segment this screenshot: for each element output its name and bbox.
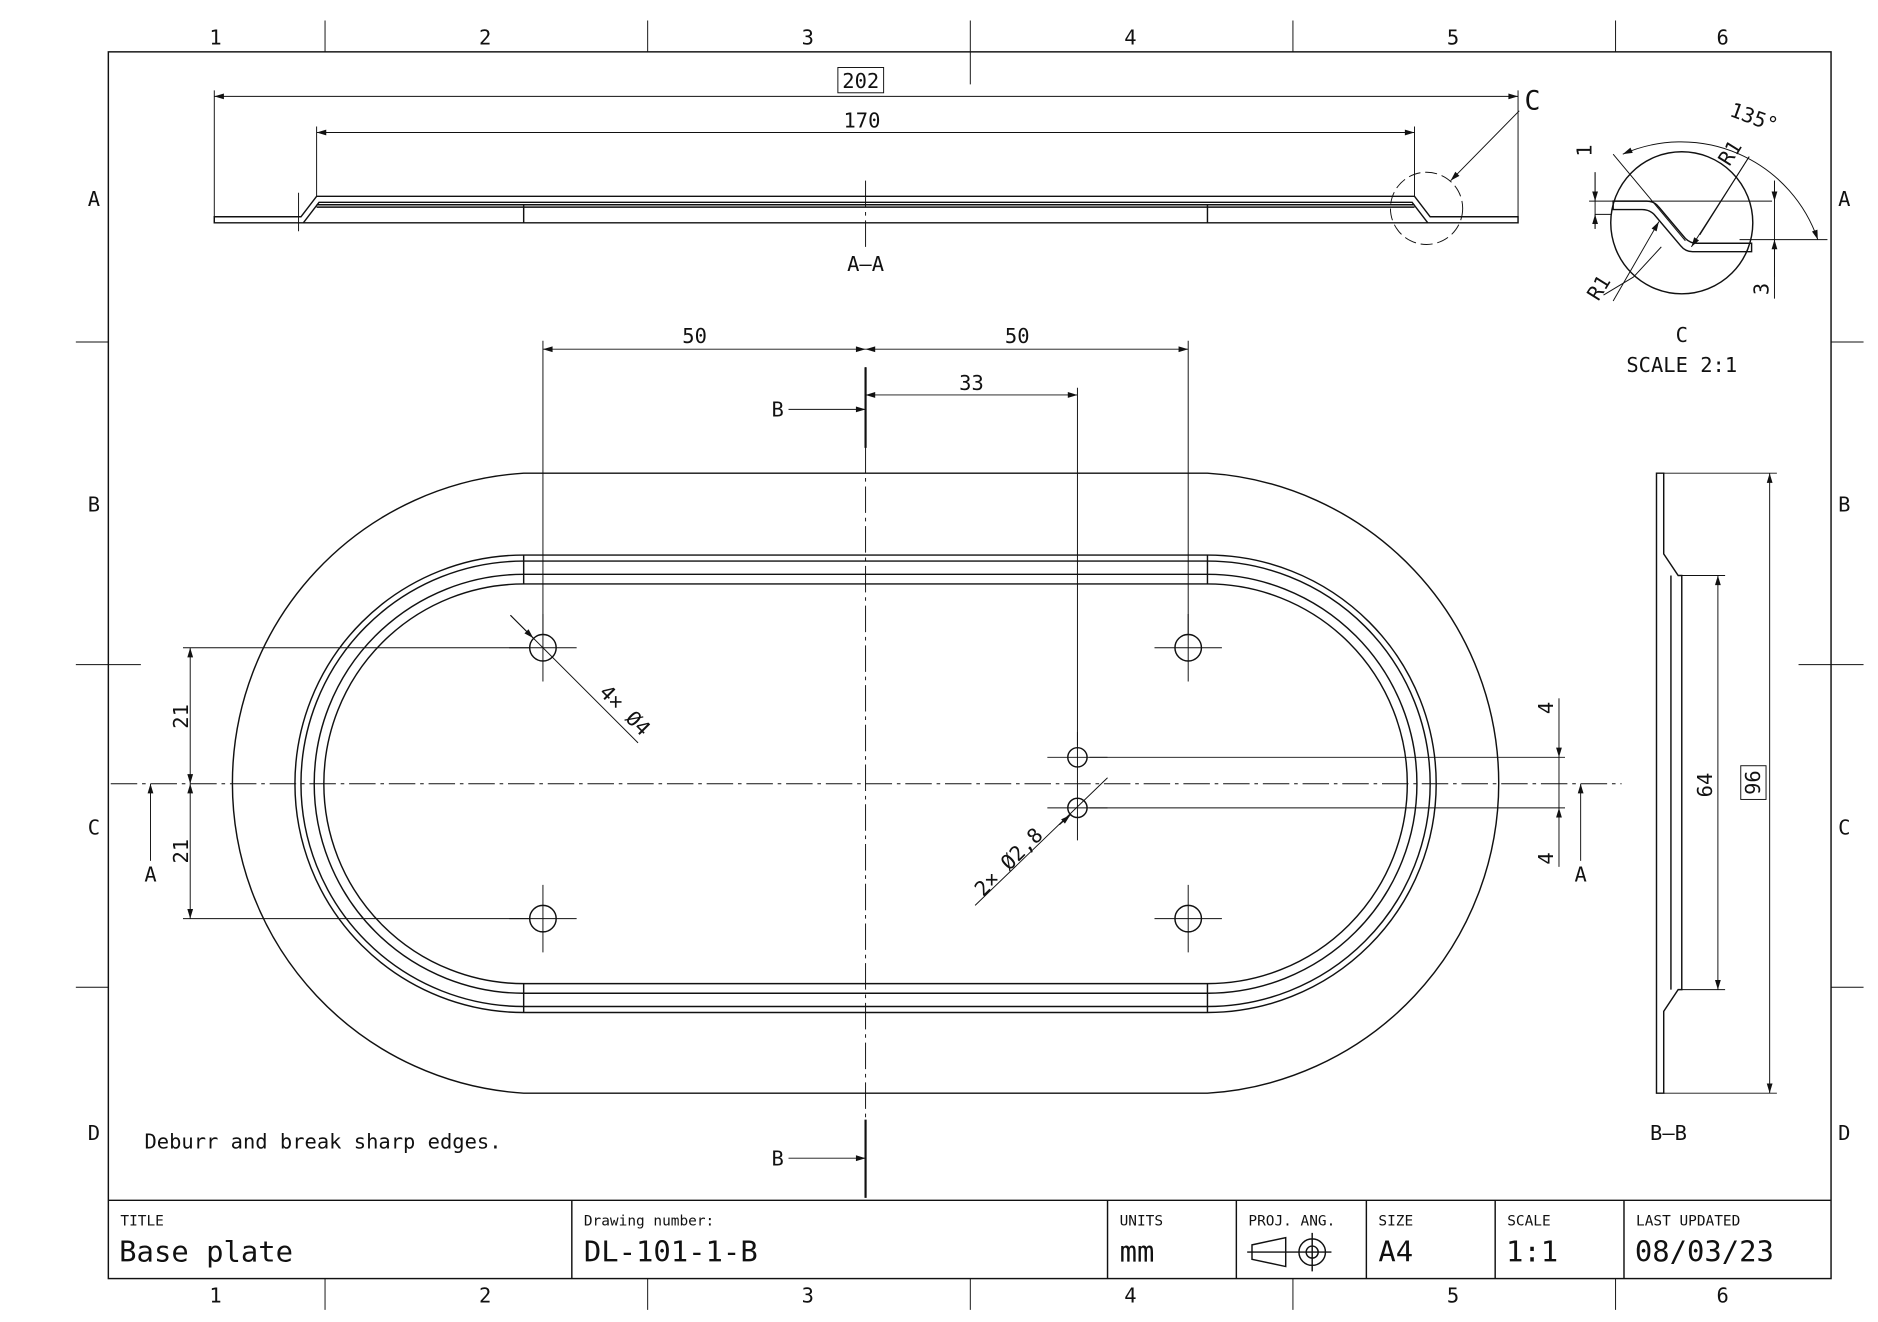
zone-row-d: D xyxy=(88,1121,100,1145)
detail-callout-c: C xyxy=(1525,86,1541,117)
first-angle-projection-icon xyxy=(1247,1232,1332,1272)
dim-33: 33 xyxy=(959,371,984,395)
title-label: TITLE xyxy=(120,1214,163,1230)
zone-col-5: 5 xyxy=(1447,26,1459,50)
section-view-aa: 202 170 A–A C xyxy=(213,67,1541,276)
title-value: Base plate xyxy=(119,1235,293,1269)
dim-offset-3: 3 xyxy=(1749,283,1773,295)
zone-col-4: 4 xyxy=(1124,26,1136,50)
last-updated-value: 08/03/23 xyxy=(1635,1235,1774,1269)
dim-4-upper: 4 xyxy=(1534,702,1558,714)
angle-135: 135° xyxy=(1727,98,1782,137)
size-value: A4 xyxy=(1378,1235,1413,1269)
scale-label: SCALE xyxy=(1507,1214,1550,1230)
zone-col-3-bottom: 3 xyxy=(802,1284,814,1308)
section-a-marker-left: A xyxy=(144,862,156,886)
detail-view-c: 135° R1 R1 1 3 C SCALE 2:1 xyxy=(1572,98,1828,377)
dim-50-right: 50 xyxy=(1005,324,1030,348)
zone-row-a: A xyxy=(88,187,100,211)
dim-thickness-1: 1 xyxy=(1572,144,1596,156)
zone-col-2: 2 xyxy=(479,26,491,50)
radius-top: R1 xyxy=(1713,136,1746,170)
section-b-marker-bottom: B xyxy=(772,1146,784,1170)
dim-64: 64 xyxy=(1693,773,1717,798)
scale-value: 1:1 xyxy=(1506,1235,1558,1269)
dim-202: 202 xyxy=(842,69,879,93)
zone-row-b-right: B xyxy=(1838,493,1850,517)
units-label: UNITS xyxy=(1120,1214,1163,1230)
size-label: SIZE xyxy=(1378,1214,1413,1230)
zone-col-6-bottom: 6 xyxy=(1717,1284,1729,1308)
dim-50-left: 50 xyxy=(682,324,707,348)
detail-c-label: C xyxy=(1676,323,1688,347)
dim-96: 96 xyxy=(1741,770,1765,795)
zone-col-1-bottom: 1 xyxy=(209,1284,221,1308)
dim-4-lower: 4 xyxy=(1534,852,1558,864)
dim-21-upper: 21 xyxy=(169,704,193,729)
section-bb-label: B–B xyxy=(1650,1121,1687,1145)
dim-21-lower: 21 xyxy=(169,839,193,864)
zone-col-1: 1 xyxy=(209,26,221,50)
general-note: Deburr and break sharp edges. xyxy=(144,1130,501,1154)
drawing-number-value: DL-101-1-B xyxy=(584,1235,758,1269)
dim-170: 170 xyxy=(843,109,880,133)
drawing-frame xyxy=(75,20,1864,1310)
section-view-bb: 96 64 B–B xyxy=(1650,472,1777,1145)
zone-col-4-bottom: 4 xyxy=(1124,1284,1136,1308)
zone-labels: 1 2 3 4 5 6 1 2 3 4 5 6 A B C D A B C D xyxy=(88,26,1851,1308)
section-a-marker-right: A xyxy=(1574,862,1586,886)
zone-col-3: 3 xyxy=(802,26,814,50)
title-block: TITLE Base plate Drawing number: DL-101-… xyxy=(108,1199,1832,1279)
basic-dimension-box xyxy=(837,67,885,94)
radius-bottom: R1 xyxy=(1582,271,1615,305)
section-aa-label: A–A xyxy=(847,252,884,276)
zone-col-2-bottom: 2 xyxy=(479,1284,491,1308)
projection-label: PROJ. ANG. xyxy=(1248,1214,1335,1230)
hole-callout-4xd4: 4× Ø4 xyxy=(595,680,656,741)
last-updated-label: LAST UPDATED xyxy=(1636,1214,1740,1230)
hole-callout-2xd2-8: 2× Ø2,8 xyxy=(970,823,1048,901)
drawing-number-label: Drawing number: xyxy=(584,1214,714,1230)
zone-col-5-bottom: 5 xyxy=(1447,1284,1459,1308)
zone-row-c: C xyxy=(88,815,100,839)
detail-c-scale: SCALE 2:1 xyxy=(1626,353,1737,377)
plan-view: 50 50 33 21 21 4 4 4× Ø4 2× Ø2,8 B B A A xyxy=(110,324,1622,1198)
zone-row-d-right: D xyxy=(1838,1121,1850,1145)
zone-col-6: 6 xyxy=(1717,26,1729,50)
zone-row-c-right: C xyxy=(1838,815,1850,839)
basic-dimension-box xyxy=(1740,765,1767,800)
units-value: mm xyxy=(1120,1235,1155,1269)
zone-row-a-right: A xyxy=(1838,187,1850,211)
section-b-marker-top: B xyxy=(772,398,784,422)
zone-row-b: B xyxy=(88,493,100,517)
